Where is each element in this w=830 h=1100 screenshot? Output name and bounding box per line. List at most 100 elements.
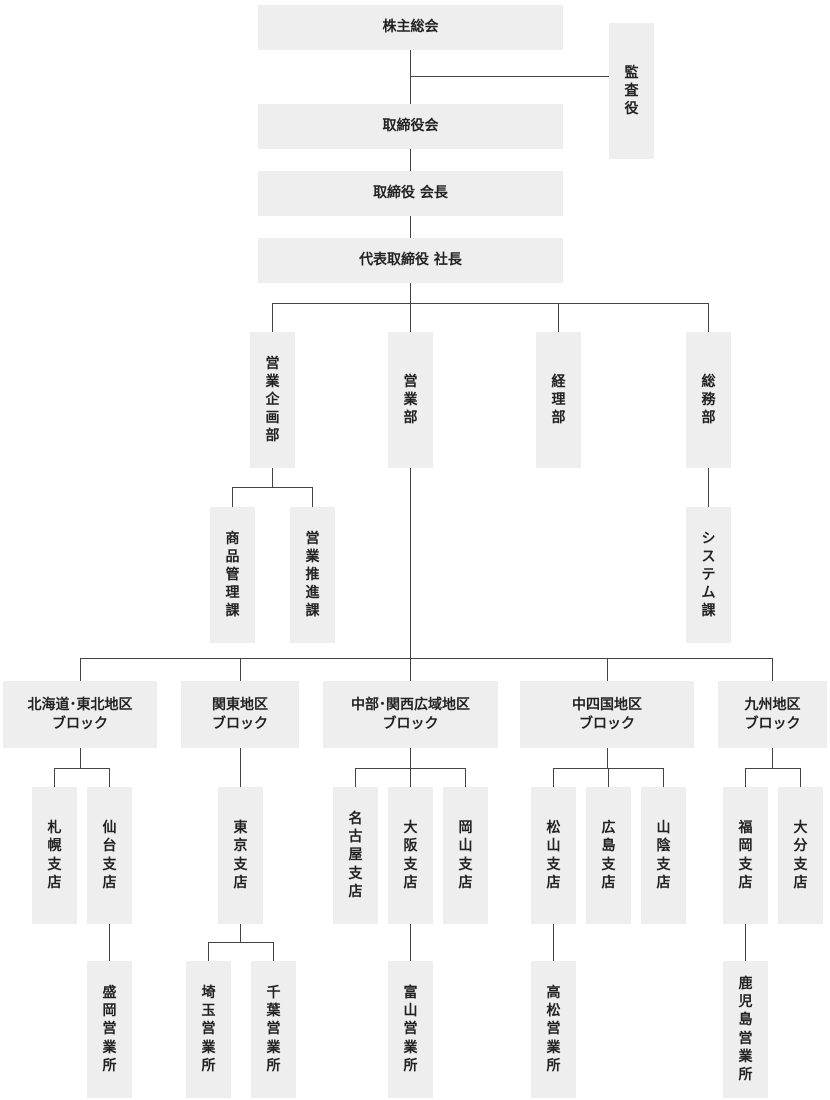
node-label: 営業部 xyxy=(403,373,418,427)
node-label: 商品管理課 xyxy=(225,530,240,620)
node-fukuoka: 福岡支店 xyxy=(723,787,768,924)
connector-line xyxy=(355,768,356,787)
connector-line xyxy=(708,468,709,507)
node-auditor: 監査役 xyxy=(609,23,654,159)
node-toyama: 富山営業所 xyxy=(388,961,433,1098)
node-president: 代表取締役 社長 xyxy=(258,238,563,283)
node-label: 高松営業所 xyxy=(546,985,561,1074)
node-label: 岡山支店 xyxy=(458,820,473,891)
connector-line xyxy=(272,303,273,332)
node-label: 大分支店 xyxy=(793,820,808,891)
node-label: 名古屋支店 xyxy=(348,811,363,900)
connector-line xyxy=(410,658,411,681)
connector-line xyxy=(80,658,81,681)
node-board: 取締役会 xyxy=(258,104,563,149)
node-label: 代表取締役 社長 xyxy=(359,252,462,269)
node-hiroshima: 広島支店 xyxy=(586,787,631,924)
connector-line xyxy=(410,924,411,961)
node-label: 福岡支店 xyxy=(738,820,753,891)
node-label: 千葉営業所 xyxy=(266,985,281,1074)
node-block-chushikoku: 中四国地区 ブロック xyxy=(520,681,694,748)
connector-line xyxy=(608,768,609,787)
node-label: 営業推進課 xyxy=(305,530,320,620)
connector-line xyxy=(410,149,411,171)
connector-line xyxy=(272,468,273,487)
connector-line xyxy=(240,748,241,787)
node-oita: 大分支店 xyxy=(778,787,823,924)
node-label: 監査役 xyxy=(624,64,639,118)
connector-line xyxy=(607,658,608,681)
node-sendai: 仙台支店 xyxy=(87,787,132,924)
node-takamatsu: 高松営業所 xyxy=(531,961,576,1098)
node-label: 取締役 会長 xyxy=(373,185,448,202)
node-label: 札幌支店 xyxy=(47,820,62,891)
connector-line xyxy=(208,942,274,943)
connector-line xyxy=(663,768,664,787)
node-yamaguchi: 山陰支店 xyxy=(641,787,686,924)
connector-line xyxy=(109,768,110,787)
connector-line xyxy=(80,748,81,768)
node-label: システム課 xyxy=(701,530,716,620)
node-block-hokkaido-tohoku: 北海道･東北地区 ブロック xyxy=(3,681,157,748)
node-label: 盛岡営業所 xyxy=(102,985,117,1074)
node-label: 中四国地区 ブロック xyxy=(572,696,642,732)
node-label: 東京支店 xyxy=(233,820,248,891)
node-label: 取締役会 xyxy=(382,118,439,135)
node-block-kanto: 関東地区 ブロック xyxy=(181,681,299,748)
node-general-affairs: 総務部 xyxy=(686,332,731,468)
connector-line xyxy=(772,658,773,681)
node-label: 総務部 xyxy=(701,373,716,427)
node-tokyo: 東京支店 xyxy=(218,787,263,924)
connector-line xyxy=(745,768,746,787)
node-label: 九州地区 ブロック xyxy=(744,696,801,732)
node-block-kyushu: 九州地区 ブロック xyxy=(718,681,827,748)
node-nagoya: 名古屋支店 xyxy=(333,787,378,924)
node-chairman: 取締役 会長 xyxy=(258,171,563,216)
connector-line xyxy=(553,768,554,787)
node-sales: 営業部 xyxy=(388,332,433,468)
connector-line xyxy=(410,50,411,104)
connector-line xyxy=(607,748,608,768)
node-label: 山陰支店 xyxy=(656,820,671,891)
node-morioka: 盛岡営業所 xyxy=(87,961,132,1098)
node-label: 中部･関西広域地区 ブロック xyxy=(351,696,470,732)
connector-line xyxy=(410,748,411,787)
connector-line xyxy=(272,303,709,304)
connector-line xyxy=(273,942,274,961)
connector-line xyxy=(54,768,109,769)
connector-line xyxy=(800,768,801,787)
node-sales-planning: 営業企画部 xyxy=(250,332,295,468)
connector-line xyxy=(240,924,241,942)
connector-line xyxy=(312,487,313,507)
node-osaka: 大阪支店 xyxy=(388,787,433,924)
node-saitama: 埼玉営業所 xyxy=(186,961,231,1098)
node-sales-promotion: 営業推進課 xyxy=(290,507,335,643)
connector-line xyxy=(410,283,411,303)
node-sapporo: 札幌支店 xyxy=(32,787,77,924)
node-accounting: 経理部 xyxy=(536,332,581,468)
node-chiba: 千葉営業所 xyxy=(251,961,296,1098)
node-shareholders: 株主総会 xyxy=(258,5,563,50)
connector-line xyxy=(54,768,55,787)
connector-line xyxy=(355,768,465,769)
node-label: 埼玉営業所 xyxy=(201,985,216,1074)
connector-line xyxy=(240,658,241,681)
node-matsuyama: 松山支店 xyxy=(531,787,576,924)
node-okayama: 岡山支店 xyxy=(443,787,488,924)
node-kagoshima: 鹿児島営業所 xyxy=(723,961,768,1098)
node-label: 鹿児島営業所 xyxy=(738,975,753,1083)
connector-line xyxy=(410,76,609,77)
connector-line xyxy=(708,303,709,332)
connector-line xyxy=(410,468,411,658)
node-label: 関東地区 ブロック xyxy=(212,696,268,732)
connector-line xyxy=(745,924,746,961)
node-system: システム課 xyxy=(686,507,731,643)
node-product-management: 商品管理課 xyxy=(210,507,255,643)
connector-line xyxy=(232,487,313,488)
connector-line xyxy=(553,924,554,961)
node-label: 株主総会 xyxy=(382,19,439,36)
node-label: 経理部 xyxy=(551,373,566,427)
connector-line xyxy=(465,768,466,787)
connector-line xyxy=(772,748,773,768)
